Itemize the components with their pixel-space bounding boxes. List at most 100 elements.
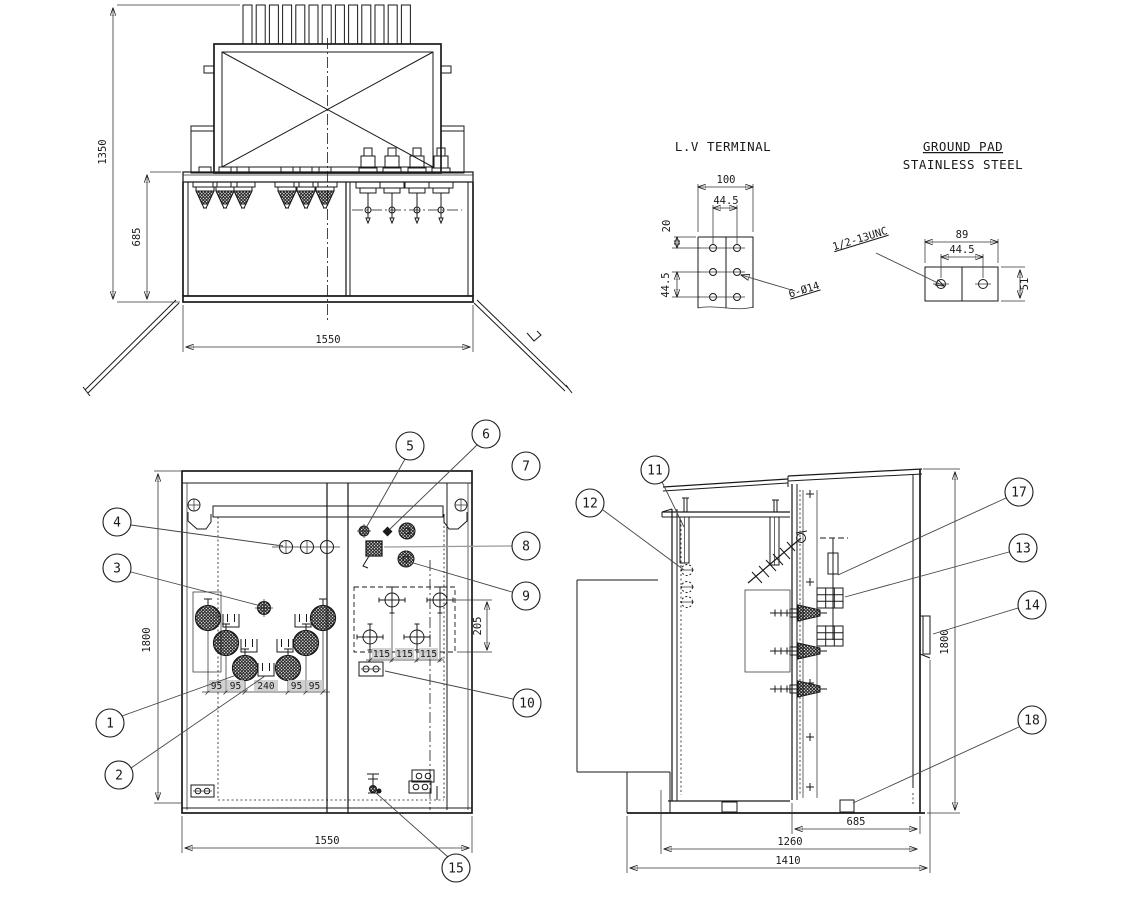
thread-note: 1/2-13UNC [831, 225, 889, 253]
dim-685: 685 [131, 228, 143, 247]
callout-17: 17 [1004, 477, 1034, 507]
lv-bushings [352, 147, 462, 224]
dim-1260: 1260 [777, 836, 802, 848]
fuse-rod-item17 [820, 537, 848, 640]
ground-pad-title: GROUND PAD [923, 139, 1003, 154]
callout-5: 5 [395, 431, 425, 461]
open-side-door [661, 508, 695, 801]
callout-7: 7 [511, 451, 541, 481]
drain-plug-item6 [382, 526, 393, 537]
callout-14: 14 [1017, 590, 1047, 620]
bushing-spacing-dims: 95 95 240 95 95 [202, 680, 330, 695]
svg-text:11: 11 [647, 464, 663, 479]
inner-shelf [212, 505, 444, 518]
callout-13: 13 [1008, 533, 1038, 563]
gauge-item7 [398, 522, 416, 540]
base-structure [576, 579, 925, 814]
dim-240: 240 [257, 681, 274, 692]
parking-bushings [272, 540, 340, 554]
lv-terminal-holes [672, 244, 745, 301]
corner-bracket-right [443, 498, 468, 530]
dim-95-1: 95 [211, 681, 222, 692]
dim-100: 100 [717, 174, 736, 186]
callout-9: 9 [511, 581, 541, 611]
svg-text:1: 1 [106, 717, 114, 732]
gauge-item9 [397, 550, 415, 568]
corner-bracket-left [187, 498, 212, 530]
callout-12: 12 [575, 488, 605, 518]
callout-8: 8 [511, 531, 541, 561]
cabinet-body [182, 182, 474, 303]
dim-95-2: 95 [230, 681, 241, 692]
dim-1550-bottom: 1550 [314, 835, 339, 847]
dim-44-5: 44.5 [949, 244, 974, 256]
front-open-view: 95 95 240 95 95 115 115 115 205 [95, 419, 542, 883]
side-view: 685 1260 1410 1800 11 12 13 14 17 18 [575, 455, 1047, 873]
callout-11: 11 [640, 455, 670, 485]
open-door-right [473, 299, 573, 394]
dim-685-side: 685 [847, 816, 866, 828]
lv-compartment: 115 115 115 205 [353, 560, 492, 810]
dim-1410: 1410 [775, 855, 800, 867]
lv-terminal-detail: L.V TERMINAL 100 44.5 20 44.5 6-Ø14 [660, 139, 821, 310]
dim-115-2: 115 [396, 649, 413, 660]
callout-18: 18 [1017, 705, 1047, 735]
front-open-callouts: 1 2 3 4 5 6 7 8 9 10 15 [95, 419, 542, 883]
terminal-blocks-item13 [816, 587, 844, 647]
svg-text:9: 9 [522, 590, 530, 605]
dim-51: 51 [1019, 278, 1031, 291]
svg-text:2: 2 [115, 769, 123, 784]
svg-text:17: 17 [1011, 486, 1027, 501]
side-view-dimensions: 685 1260 1410 1800 [626, 468, 960, 873]
ground-pad-detail: GROUND PAD STAINLESS STEEL 89 44.5 51 1/… [831, 139, 1031, 302]
pressure-relief-item5 [357, 524, 371, 538]
dim-115-3: 115 [420, 649, 437, 660]
dim-1800-left: 1800 [141, 627, 153, 652]
ground-stud [255, 599, 273, 617]
svg-text:4: 4 [113, 516, 121, 531]
canopy-shelf [661, 497, 790, 566]
hole-note: 6-Ø14 [787, 280, 821, 301]
bushing-zone-outline [744, 589, 791, 673]
dim-89: 89 [956, 229, 969, 241]
dim-95-3: 95 [291, 681, 302, 692]
dim-95-4: 95 [309, 681, 320, 692]
svg-text:12: 12 [582, 497, 598, 512]
dim-44-5-h: 44.5 [713, 195, 738, 207]
svg-text:18: 18 [1024, 714, 1040, 729]
lv-terminal-title: L.V TERMINAL [675, 139, 771, 154]
dim-44-5-v: 44.5 [660, 272, 672, 297]
front-elevation-dimensions: 1350 685 1550 [97, 4, 474, 352]
svg-text:5: 5 [406, 440, 414, 455]
svg-text:15: 15 [448, 862, 464, 877]
svg-text:3: 3 [113, 562, 121, 577]
ground-terminal-item10 [358, 661, 384, 677]
dim-205: 205 [472, 617, 484, 636]
callout-2: 2 [104, 760, 134, 790]
ground-pad-material: STAINLESS STEEL [903, 157, 1023, 172]
door-handle-item14 [919, 615, 931, 659]
tap-switch-item8 [362, 540, 383, 569]
dim-20: 20 [661, 220, 673, 233]
jack-pad-item18 [839, 799, 855, 813]
svg-text:13: 13 [1015, 542, 1031, 557]
callout-1: 1 [95, 708, 125, 738]
callout-3: 3 [102, 553, 132, 583]
callout-6: 6 [471, 419, 501, 449]
svg-text:14: 14 [1024, 599, 1040, 614]
dim-1350: 1350 [97, 139, 109, 164]
bushing-plate-outline [192, 591, 222, 673]
radiator-fins [242, 4, 411, 45]
svg-text:6: 6 [482, 428, 490, 443]
side-view-callouts: 11 12 13 14 17 18 [575, 455, 1047, 804]
hv-bushing-side [769, 604, 828, 698]
callout-4: 4 [102, 507, 132, 537]
bottom-left-terminal [190, 784, 215, 798]
drain-valve-item15 [367, 773, 382, 794]
dim-115-1: 115 [373, 649, 390, 660]
callout-10: 10 [512, 688, 542, 718]
front-elevation-view: 1350 685 1550 [82, 4, 573, 397]
bottom-right-terminals [408, 769, 438, 800]
